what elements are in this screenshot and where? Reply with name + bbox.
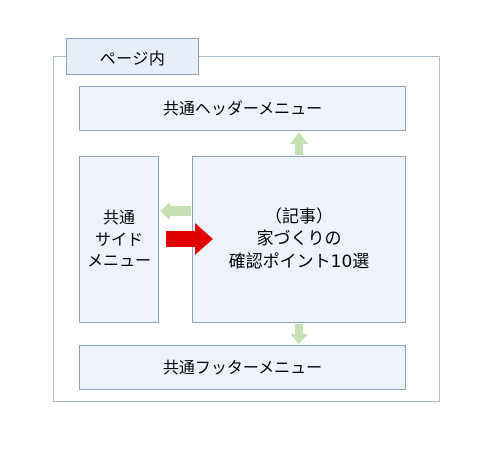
page-label: ページ内 xyxy=(99,48,166,68)
article-line-2: 家づくりの xyxy=(256,229,342,250)
side-menu-line-3: メニュー xyxy=(86,251,151,271)
page-label-tab: ページ内 xyxy=(66,38,199,75)
common-header-menu-box: 共通ヘッダーメニュー xyxy=(79,86,406,131)
common-side-menu-box: 共通 サイド メニュー xyxy=(79,156,159,323)
article-content-box: （記事） 家づくりの 確認ポイント10選 xyxy=(192,156,406,323)
common-footer-menu-box: 共通フッターメニュー xyxy=(79,345,406,390)
common-footer-menu-label: 共通フッターメニュー xyxy=(162,357,323,377)
article-line-3: 確認ポイント10選 xyxy=(228,251,370,272)
side-menu-line-1: 共通 xyxy=(102,208,135,228)
article-line-1: （記事） xyxy=(265,207,333,228)
common-header-menu-label: 共通ヘッダーメニュー xyxy=(162,98,323,118)
side-menu-line-2: サイド xyxy=(94,229,143,249)
